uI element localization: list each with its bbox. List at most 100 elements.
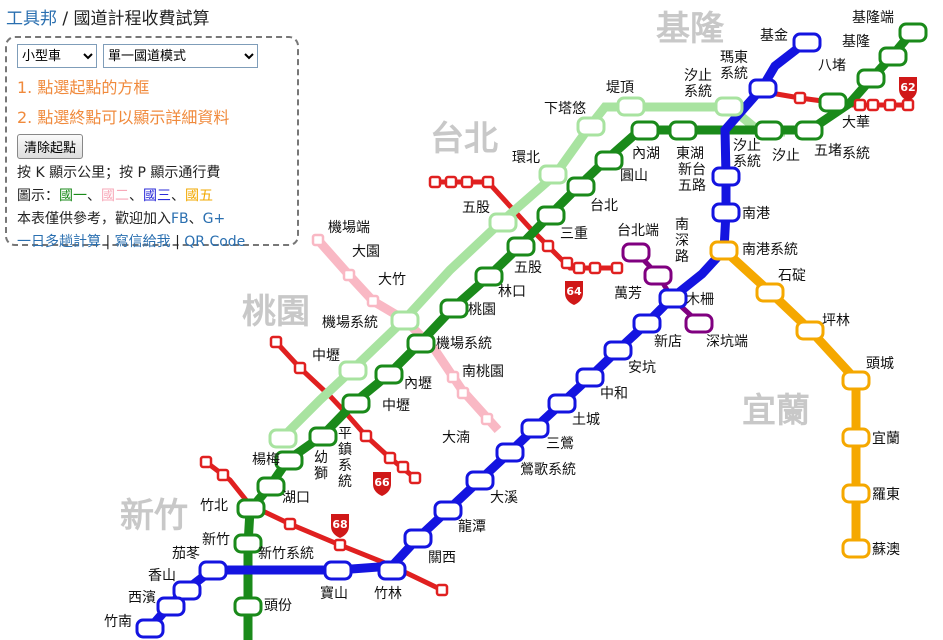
station-box-64-i[interactable]: [610, 261, 624, 275]
station-box-dahuan[interactable]: [456, 386, 470, 400]
station-box-66-b[interactable]: [293, 361, 307, 375]
station-box-66-f[interactable]: [408, 471, 422, 485]
station-box-neihu[interactable]: [630, 120, 660, 141]
station-box-nangang[interactable]: [711, 202, 741, 223]
station-box-66-a[interactable]: [269, 335, 283, 349]
vehicle-select[interactable]: 小型車: [17, 44, 97, 68]
station-box-xizhi-sys[interactable]: [714, 96, 744, 117]
station-box-68-c[interactable]: [283, 517, 297, 531]
station-box-ankeng[interactable]: [603, 340, 633, 361]
station-box-zhubei[interactable]: [236, 498, 266, 519]
station-box-68-b[interactable]: [216, 468, 230, 482]
station-box-yilan[interactable]: [841, 427, 871, 448]
station-box-zhunan[interactable]: [135, 618, 165, 639]
station-box-xibin[interactable]: [156, 596, 186, 617]
station-box-jichang-sys[interactable]: [406, 333, 436, 354]
station-box-suao[interactable]: [841, 538, 871, 559]
station-box-nantaoyuan[interactable]: [446, 370, 460, 384]
station-box-xiatayou[interactable]: [576, 116, 606, 137]
station-box-xintai[interactable]: [711, 166, 741, 187]
station-box-yuanshan[interactable]: [594, 150, 624, 171]
station-box-64-f[interactable]: [560, 256, 574, 270]
fb-link[interactable]: FB: [171, 211, 189, 227]
station-box-64-h[interactable]: [588, 261, 602, 275]
station-box-daxi[interactable]: [465, 470, 495, 491]
station-box-toucheng[interactable]: [841, 370, 871, 391]
station-box-66-d[interactable]: [383, 451, 397, 465]
station-box-linkou[interactable]: [474, 266, 504, 287]
station-box-68-e[interactable]: [435, 583, 449, 597]
station-box-keelung-end[interactable]: [898, 22, 928, 43]
station-box-zhulin[interactable]: [377, 560, 407, 581]
station-box-62-e[interactable]: [901, 98, 915, 112]
station-box-qiedong[interactable]: [198, 560, 228, 581]
station-box-pinglin[interactable]: [795, 320, 825, 341]
station-box-wanfang[interactable]: [643, 265, 673, 286]
station-box-shiding[interactable]: [755, 282, 785, 303]
station-box-hukou[interactable]: [256, 476, 286, 497]
station-box-64-b[interactable]: [444, 175, 458, 189]
station-box-n2-end[interactable]: [480, 412, 494, 426]
station-box-xiangshan[interactable]: [172, 580, 202, 601]
station-box-zhongli-b[interactable]: [341, 393, 371, 414]
station-box-xindian[interactable]: [632, 313, 662, 334]
station-box-64-c[interactable]: [460, 175, 474, 189]
station-box-62-d[interactable]: [883, 98, 897, 112]
station-box-dazhu[interactable]: [366, 294, 380, 308]
mail-link[interactable]: 寫信給我: [114, 234, 171, 250]
station-box-shenkeng[interactable]: [684, 313, 714, 334]
station-box-62-b[interactable]: [853, 98, 867, 112]
station-box-baoshan[interactable]: [323, 560, 353, 581]
station-box-xizhi[interactable]: [754, 120, 784, 141]
station-box-62-c[interactable]: [866, 98, 880, 112]
station-box-donghu[interactable]: [668, 120, 698, 141]
station-box-taibei-end[interactable]: [621, 242, 651, 263]
station-box-luodong[interactable]: [841, 483, 871, 504]
station-box-hsinchu[interactable]: [233, 533, 263, 554]
station-box-jijin[interactable]: [792, 32, 822, 53]
station-box-wudu[interactable]: [794, 120, 824, 141]
station-box-toufen[interactable]: [233, 596, 263, 617]
station-box-64-a[interactable]: [428, 175, 442, 189]
station-box-badu[interactable]: [856, 68, 886, 89]
station-box-youshi[interactable]: [308, 426, 338, 447]
station-box-muzha[interactable]: [658, 288, 688, 309]
station-box-64-e[interactable]: [541, 239, 555, 253]
station-box-zhongli-a[interactable]: [338, 360, 368, 381]
station-box-68-a[interactable]: [199, 455, 213, 469]
station-box-airport-sys[interactable]: [390, 310, 420, 331]
station-box-guanxi[interactable]: [403, 528, 433, 549]
mode-select[interactable]: 單一國道模式: [103, 44, 258, 68]
site-link[interactable]: 工具邦: [6, 9, 57, 29]
multiday-link[interactable]: 一日多趟計算: [17, 234, 101, 250]
station-box-wugu[interactable]: [488, 212, 518, 233]
station-box-64-d[interactable]: [481, 175, 495, 189]
station-box-yangmei[interactable]: [274, 450, 304, 471]
station-box-airport-end[interactable]: [311, 233, 325, 247]
station-box-neili[interactable]: [374, 364, 404, 385]
station-box-dahua[interactable]: [818, 92, 848, 113]
station-box-64-g[interactable]: [572, 261, 586, 275]
station-box-68-d[interactable]: [333, 538, 347, 552]
station-box-66-e[interactable]: [396, 460, 410, 474]
station-box-madong[interactable]: [748, 78, 778, 99]
clear-start-button[interactable]: 清除起點: [17, 134, 84, 159]
station-box-huanbei[interactable]: [538, 164, 568, 185]
station-box-diding[interactable]: [616, 96, 646, 117]
station-box-nangang-sys[interactable]: [709, 240, 739, 261]
station-box-longtan[interactable]: [433, 500, 463, 521]
station-box-sanchong[interactable]: [536, 205, 566, 226]
station-box-wugu-b[interactable]: [506, 236, 536, 257]
station-box-taoyuan[interactable]: [439, 298, 469, 319]
station-box-taipei[interactable]: [566, 176, 596, 197]
gplus-link[interactable]: G+: [202, 211, 226, 227]
station-box-dayuan[interactable]: [342, 268, 356, 282]
station-box-62-a[interactable]: [793, 91, 807, 105]
station-box-yingge[interactable]: [495, 442, 525, 463]
station-box-tucheng[interactable]: [547, 393, 577, 414]
station-box-yangmei-n3[interactable]: [268, 428, 298, 449]
station-box-66-c[interactable]: [359, 429, 373, 443]
qr-link[interactable]: QR Code: [184, 234, 246, 250]
station-box-keelung[interactable]: [878, 46, 908, 67]
station-box-zhonghe[interactable]: [575, 367, 605, 388]
